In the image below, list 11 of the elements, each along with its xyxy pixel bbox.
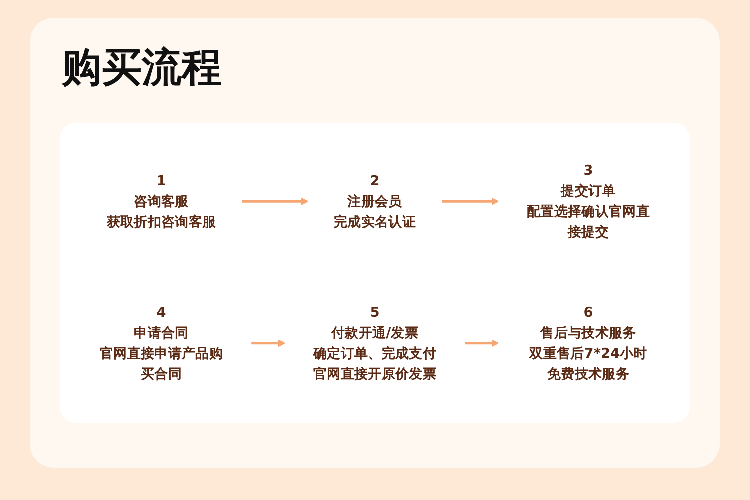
node-text: 3 提交订单 配置选择确认官网直接提交	[527, 162, 650, 241]
node-text: 4 申请合同 官网直接申请产品购买合同	[100, 304, 223, 382]
node-text: 6 售后与技术服务 双重售后7*24小时免费技术服务	[530, 304, 648, 382]
node-text: 5 付款开通/发票 确定订单、完成支付官网直接开原价发票	[314, 304, 436, 382]
node-text: 1 咨询客服 获取折扣咨询客服	[106, 173, 216, 230]
page-title: 购买流程	[62, 44, 222, 93]
arrow	[242, 198, 309, 206]
arrow	[464, 340, 500, 348]
node-text: 2 注册会员 完成实名认证	[334, 173, 416, 230]
arrow	[251, 340, 286, 348]
arrow	[442, 198, 500, 206]
